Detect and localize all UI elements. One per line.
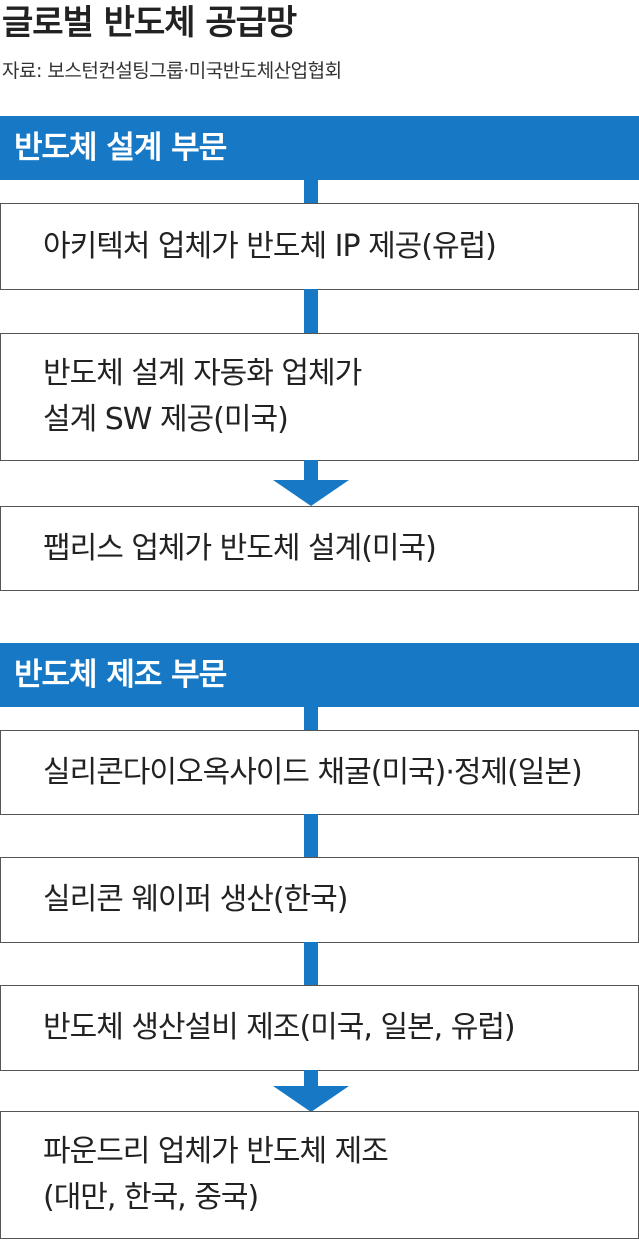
flow-box-fabless-design: 팹리스 업체가 반도체 설계(미국) <box>0 506 639 591</box>
connector-line <box>304 460 318 482</box>
connector-line <box>304 707 318 731</box>
flow-box-label: 실리콘다이오옥사이드 채굴(미국)·정제(일본) <box>43 754 583 790</box>
flow-box-label: 아키텍처 업체가 반도체 IP 제공(유럽) <box>43 228 497 264</box>
down-arrow-icon <box>273 480 349 506</box>
flow-box-eda-software: 반도체 설계 자동화 업체가 설계 SW 제공(미국) <box>0 333 639 461</box>
connector-line <box>304 289 318 334</box>
section-header-manufacturing: 반도체 제조 부문 <box>0 643 639 707</box>
flow-box-label: 실리콘 웨이퍼 생산(한국) <box>43 882 348 917</box>
flow-box-silicon-dioxide: 실리콘다이오옥사이드 채굴(미국)·정제(일본) <box>0 730 639 815</box>
source-note: 자료: 보스턴컨설팅그룹·미국반도체산업협회 <box>2 60 342 82</box>
flow-box-silicon-wafer: 실리콘 웨이퍼 생산(한국) <box>0 857 639 943</box>
connector-line <box>304 1070 318 1088</box>
flow-box-architecture-ip: 아키텍처 업체가 반도체 IP 제공(유럽) <box>0 203 639 290</box>
flow-box-label: 팹리스 업체가 반도체 설계(미국) <box>43 530 437 566</box>
connector-line <box>304 942 318 986</box>
flow-box-foundry: 파운드리 업체가 반도체 제조 (대만, 한국, 중국) <box>0 1111 639 1239</box>
connector-line <box>304 814 318 858</box>
flow-box-label: 반도체 설계 자동화 업체가 설계 SW 제공(미국) <box>43 356 362 437</box>
flow-box-label: 파운드리 업체가 반도체 제조 (대만, 한국, 중국) <box>43 1134 389 1215</box>
connector-line <box>304 180 318 204</box>
flow-box-equipment: 반도체 생산설비 제조(미국, 일본, 유럽) <box>0 985 639 1071</box>
down-arrow-icon <box>273 1086 349 1112</box>
section-header-design: 반도체 설계 부문 <box>0 116 639 180</box>
chart-title: 글로벌 반도체 공급망 <box>2 3 297 43</box>
flow-box-label: 반도체 생산설비 제조(미국, 일본, 유럽) <box>43 1010 516 1045</box>
